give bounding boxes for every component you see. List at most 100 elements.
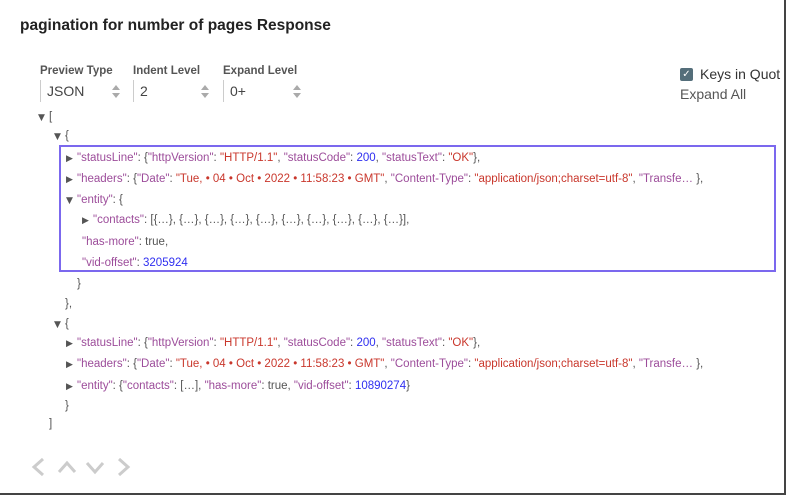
expand-triangle-icon[interactable]: ▶	[66, 154, 73, 164]
collapse-triangle-icon[interactable]: ▼	[38, 113, 45, 123]
expand-triangle-icon[interactable]: ▶	[82, 216, 89, 226]
json-punctuation: ,	[287, 380, 294, 392]
json-key: "entity"	[77, 194, 113, 206]
indent-level-label: Indent Level	[133, 65, 201, 77]
json-key: "contacts"	[93, 214, 144, 226]
checkbox-checked-icon: ✓	[680, 67, 693, 81]
json-key: "contacts"	[122, 380, 174, 392]
preview-type-label: Preview Type	[40, 65, 113, 77]
tree-line: ]	[49, 416, 52, 432]
preview-type-value: JSON	[47, 83, 85, 99]
json-number: 3205924	[143, 257, 188, 269]
expand-level-control: Expand Level 0+	[223, 65, 303, 102]
expand-triangle-icon[interactable]: ▶	[66, 339, 73, 349]
chevron-up-icon[interactable]	[56, 456, 78, 478]
json-key: "vid-offset"	[293, 380, 349, 392]
json-string: "Tue, • 04 • Oct • 2022 • 11:58:23 • GMT…	[175, 358, 385, 370]
json-punctuation: : {	[126, 173, 137, 185]
indent-level-select[interactable]: 2	[133, 80, 211, 102]
json-key: "Content-Type"	[390, 173, 468, 185]
json-key: "Transfe…	[638, 173, 694, 185]
chevron-left-icon[interactable]	[28, 456, 50, 478]
json-key: "entity"	[77, 380, 113, 392]
json-string: "HTTP/1.1"	[219, 337, 278, 349]
collapse-triangle-icon[interactable]: ▼	[66, 196, 73, 206]
json-punctuation: : […],	[173, 380, 205, 392]
json-string: "OK"	[448, 152, 474, 164]
tree-line[interactable]: ▼{	[54, 128, 69, 144]
collapse-triangle-icon[interactable]: ▼	[54, 320, 61, 330]
json-punctuation: {	[65, 318, 69, 330]
tree-line[interactable]: ▼[	[38, 109, 52, 125]
json-punctuation: : {	[112, 194, 123, 206]
preview-type-select[interactable]: JSON	[40, 80, 122, 102]
json-punctuation: : {	[137, 337, 148, 349]
json-punctuation: :	[261, 380, 268, 392]
expand-level-select[interactable]: 0+	[223, 80, 303, 102]
json-punctuation: },	[473, 337, 481, 349]
keys-in-quotes-label: Keys in Quot	[700, 66, 781, 82]
json-punctuation: true	[145, 236, 165, 248]
tree-line[interactable]: ▼ "entity": {	[66, 192, 123, 208]
json-key: "statusText"	[382, 152, 442, 164]
json-punctuation: :	[169, 173, 176, 185]
json-number: 200	[356, 337, 376, 349]
tree-line[interactable]: ▶ "contacts": [{…}, {…}, {…}, {…}, {…}, {…	[82, 212, 409, 228]
expand-triangle-icon[interactable]: ▶	[66, 175, 73, 185]
json-string: "application/json;charset=utf-8"	[474, 173, 633, 185]
json-punctuation: ,	[164, 236, 169, 248]
json-key: "statusLine"	[77, 337, 138, 349]
json-key: "Date"	[136, 173, 170, 185]
tree-line: "vid-offset": 3205924	[82, 255, 188, 271]
json-punctuation: :	[468, 358, 475, 370]
tree-line[interactable]: ▶"statusLine": {"httpVersion": "HTTP/1.1…	[66, 150, 480, 166]
spinner-icon[interactable]	[201, 85, 209, 98]
json-key: "statusCode"	[283, 152, 351, 164]
json-punctuation: true	[267, 380, 288, 392]
json-key: "has-more"	[204, 380, 262, 392]
json-key: "statusText"	[382, 337, 442, 349]
json-punctuation: },	[693, 173, 704, 185]
json-string: "HTTP/1.1"	[219, 152, 278, 164]
json-punctuation: : [{…}, {…}, {…}, {…}, {…}, {…}, {…}, {……	[144, 214, 410, 226]
tree-line[interactable]: ▶"entity": {"contacts": […], "has-more":…	[66, 378, 410, 394]
collapse-triangle-icon[interactable]: ▼	[54, 132, 61, 142]
expand-triangle-icon[interactable]: ▶	[66, 360, 73, 370]
json-punctuation: :	[350, 152, 357, 164]
tree-line: "has-more": true,	[82, 234, 168, 250]
json-key: "headers"	[77, 173, 127, 185]
chevron-down-icon[interactable]	[84, 456, 106, 478]
json-key: "statusCode"	[283, 337, 351, 349]
tree-line: }	[77, 276, 81, 292]
json-punctuation: ,	[384, 173, 391, 185]
expand-triangle-icon[interactable]: ▶	[66, 382, 73, 392]
spinner-icon[interactable]	[293, 85, 301, 98]
json-key: "httpVersion"	[147, 152, 214, 164]
keys-in-quotes-checkbox[interactable]: ✓ Keys in Quot	[680, 66, 780, 82]
json-punctuation: :	[136, 257, 144, 269]
json-punctuation: :	[213, 337, 220, 349]
json-number: 10890274	[354, 380, 407, 392]
indent-level-control: Indent Level 2	[133, 65, 211, 102]
tree-line[interactable]: ▶"statusLine": {"httpVersion": "HTTP/1.1…	[66, 335, 480, 351]
expand-all-link[interactable]: Expand All	[680, 86, 747, 102]
tree-line: }	[65, 398, 69, 414]
json-punctuation: :	[213, 152, 220, 164]
json-punctuation: ,	[375, 152, 383, 164]
tree-line[interactable]: ▶"headers": {"Date": "Tue, • 04 • Oct • …	[66, 171, 703, 187]
json-punctuation: ,	[632, 358, 639, 370]
json-key: "headers"	[77, 358, 127, 370]
tree-line[interactable]: ▶"headers": {"Date": "Tue, • 04 • Oct • …	[66, 356, 703, 372]
json-punctuation: ,	[632, 173, 639, 185]
spinner-icon[interactable]	[112, 85, 120, 98]
panel-title: pagination for number of pages Response	[20, 17, 331, 34]
json-punctuation: :	[350, 337, 357, 349]
json-string: "application/json;charset=utf-8"	[474, 358, 633, 370]
json-key: "Date"	[136, 358, 170, 370]
json-key: "Transfe…	[638, 358, 694, 370]
tree-line[interactable]: ▼{	[54, 316, 69, 332]
json-punctuation: :	[169, 358, 176, 370]
json-punctuation: ]	[49, 418, 53, 430]
json-punctuation: }	[406, 380, 410, 392]
chevron-right-icon[interactable]	[112, 456, 134, 478]
